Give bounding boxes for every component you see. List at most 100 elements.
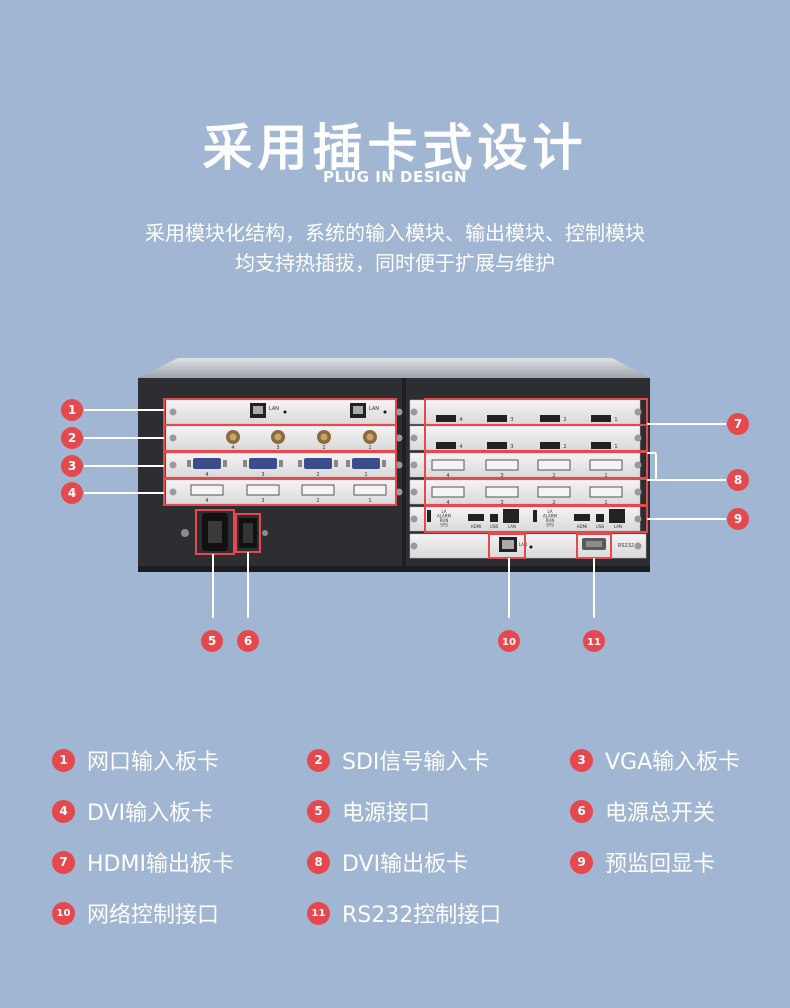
- port-number: 1: [364, 472, 367, 478]
- port-number: 4: [459, 417, 462, 423]
- port-number: 2: [563, 444, 566, 450]
- dvi-port: [537, 459, 571, 471]
- card-screw: [634, 408, 642, 416]
- callout-number: 5: [208, 634, 216, 648]
- hdmi-port: [436, 415, 456, 422]
- bnc-port-inner: [229, 433, 237, 441]
- vga-screw: [334, 460, 338, 467]
- frame-network-control: [488, 533, 526, 559]
- legend-number-badge: 10: [52, 901, 75, 925]
- output-card-6: [409, 533, 647, 559]
- status-label: RUN: [440, 518, 449, 523]
- legend-number-badge: 7: [52, 850, 75, 874]
- status-label: SYS: [546, 523, 554, 528]
- port-number: 3: [261, 498, 264, 504]
- card-screw: [634, 461, 642, 469]
- lan-port-label: LAN: [269, 406, 279, 412]
- network-control-port-inner: [502, 540, 514, 549]
- card-screw: [395, 408, 403, 416]
- hdmi-port: [591, 415, 611, 422]
- card-screw: [410, 488, 418, 496]
- legend-label: VGA输入板卡: [605, 750, 741, 775]
- dvi-port: [246, 484, 280, 496]
- vga-port: [193, 458, 221, 469]
- status-led: [529, 545, 533, 549]
- status-led: [283, 410, 287, 414]
- card-screw: [169, 488, 177, 496]
- card-screw: [410, 461, 418, 469]
- vga-screw: [223, 460, 227, 467]
- callout-circle: [498, 630, 520, 652]
- card-screw: [395, 434, 403, 442]
- dvi-port: [537, 486, 571, 498]
- card-screw: [395, 461, 403, 469]
- callout-number: 1: [68, 403, 76, 417]
- card-screw: [634, 515, 642, 523]
- callout-circle: [61, 427, 83, 449]
- legend-number-badge: 3: [570, 748, 593, 772]
- lan-port-label: LAN: [614, 524, 622, 529]
- power-switch: [239, 518, 268, 548]
- status-led: [383, 410, 387, 414]
- hdmi-port: [540, 442, 560, 449]
- card-screw: [410, 515, 418, 523]
- callout-number: 7: [734, 417, 742, 431]
- dvi-port: [190, 484, 224, 496]
- port-number: 4: [446, 473, 449, 479]
- lan-port-label: LAN: [508, 524, 516, 529]
- callout-circle: [61, 482, 83, 504]
- legend-label: SDI信号输入卡: [342, 750, 490, 775]
- callout-11: 11: [583, 630, 605, 652]
- dvi-port: [353, 484, 387, 496]
- port-number: 4: [205, 498, 208, 504]
- hdmi-port-label: HDMI: [577, 524, 588, 529]
- callout-3: 3: [61, 455, 83, 477]
- port-number: 3: [500, 500, 503, 506]
- vga-port: [249, 458, 277, 469]
- callout-circle: [727, 413, 749, 435]
- legend-number-badge: 1: [52, 748, 75, 772]
- page-title: 采用插卡式设计: [202, 119, 588, 177]
- power-socket: [181, 513, 228, 551]
- callout-1: 1: [61, 399, 83, 421]
- lan-port: [609, 509, 625, 523]
- callout-circle: [61, 399, 83, 421]
- vga-screw: [279, 460, 283, 467]
- legend-label: 电源接口: [342, 801, 431, 826]
- card-screw: [410, 434, 418, 442]
- legend-item: 3 VGA输入板卡: [570, 745, 740, 775]
- port-number: 1: [368, 498, 371, 504]
- callout-circle: [727, 469, 749, 491]
- port-number: 2: [322, 445, 325, 451]
- port-number: 2: [316, 498, 319, 504]
- port-number: 2: [316, 472, 319, 478]
- lan-port-label: LAN: [519, 542, 527, 547]
- legend-item: 2 SDI信号输入卡: [307, 745, 489, 775]
- vga-screw: [298, 460, 302, 467]
- legend-number-badge: 2: [307, 748, 330, 772]
- hdmi-port: [436, 442, 456, 449]
- bnc-port-inner: [366, 433, 374, 441]
- callout-4: 4: [61, 482, 83, 504]
- dvi-port: [485, 459, 519, 471]
- legend-number-badge: 4: [52, 799, 75, 823]
- hdmi-port: [468, 514, 484, 521]
- vga-port: [352, 458, 380, 469]
- hdmi-port: [540, 415, 560, 422]
- port-number: 1: [614, 417, 617, 423]
- dvi-port: [431, 459, 465, 471]
- legend-label: DVI输入板卡: [87, 801, 214, 826]
- callout-9: 9: [727, 508, 749, 530]
- port-number: 2: [552, 473, 555, 479]
- legend-label: 网络控制接口: [87, 903, 220, 928]
- vga-screw: [346, 460, 350, 467]
